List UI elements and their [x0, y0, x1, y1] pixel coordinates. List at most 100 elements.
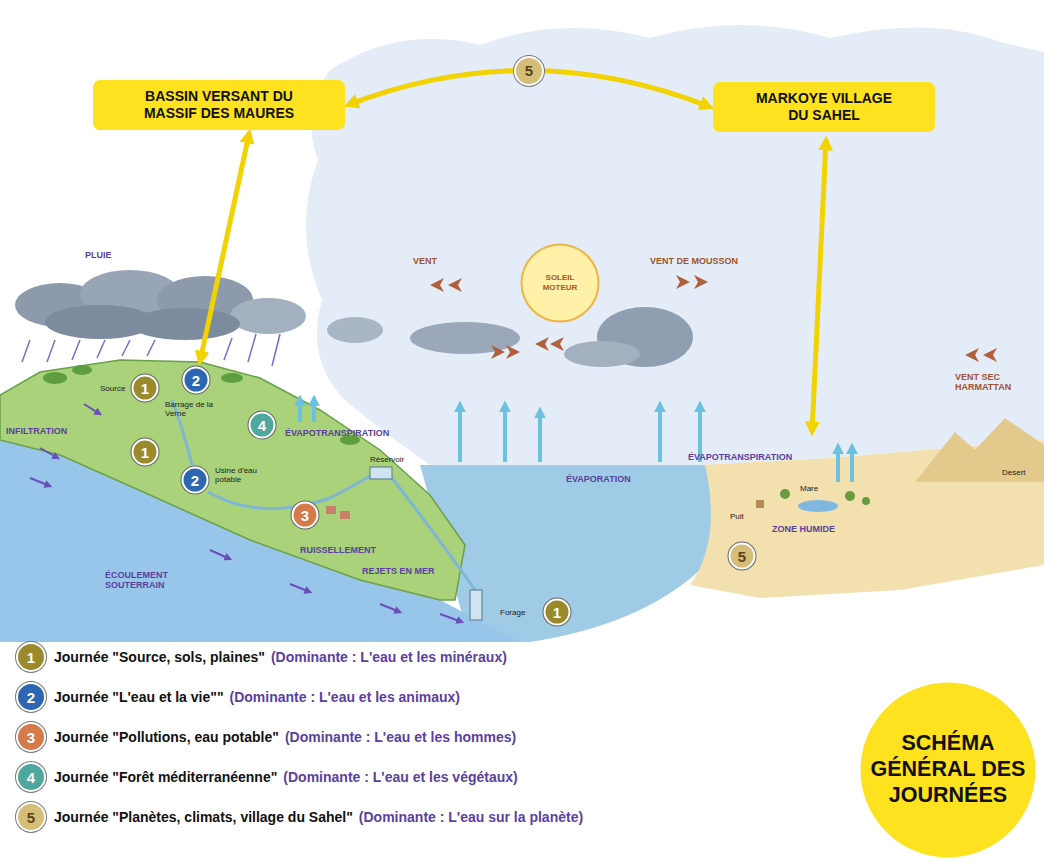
- callout-number: 1: [141, 381, 149, 396]
- pipes: [172, 400, 475, 590]
- legend-swatch: 5: [16, 802, 46, 832]
- legend-row: 3 Journée "Pollutions, eau potable" (Domin…: [16, 723, 516, 751]
- evapotranspiration-arrow: [850, 446, 854, 482]
- callout-number: 1: [130, 373, 160, 403]
- rain-streak: [97, 340, 105, 358]
- wind-arrow: [676, 275, 690, 289]
- circle-rim: [543, 598, 572, 627]
- circle-fill: [522, 245, 599, 322]
- circle-fill: [545, 600, 570, 625]
- wind-arrow: [965, 348, 979, 362]
- circle-rim: [181, 466, 210, 495]
- process-label: RUISSELLEMENT: [300, 545, 376, 555]
- well: [756, 500, 764, 508]
- sun-circle: SOLEIL MOTEUR: [520, 243, 600, 323]
- region-name: MARKOYE VILLAGE DU SAHEL: [744, 90, 904, 124]
- process-label: ÉVAPORATION: [566, 474, 631, 484]
- house: [340, 511, 350, 519]
- rain-streak: [248, 334, 256, 362]
- callout-number: 5: [727, 541, 757, 571]
- storm-cloud: [230, 298, 306, 334]
- legend-theme: (Dominante : L'eau et les hommes): [285, 729, 516, 745]
- legend-row: 4Journée "Forêt méditerranéenne"(Dominan…: [16, 763, 518, 791]
- rain-streak: [224, 338, 232, 360]
- process-label: ÉVAPOTRANSPIRATION: [285, 428, 389, 438]
- region-name: BASSIN VERSANT DU MASSIF DES MAURES: [127, 88, 312, 122]
- wind-arrow: [506, 345, 520, 359]
- place-label: Desert: [1002, 468, 1026, 477]
- process-label: REJETS EN MER: [362, 566, 435, 576]
- circle-fill: [293, 503, 318, 528]
- legend-number: 3: [27, 730, 35, 745]
- callout-number: 3: [301, 508, 309, 523]
- evaporation-arrow: [503, 404, 507, 462]
- callout-number: 5: [738, 549, 746, 564]
- rain-streak: [147, 340, 155, 356]
- place-label: Mare: [800, 484, 818, 493]
- legend-text: Journée "Pollutions, eau potable": [54, 729, 279, 745]
- callout-number: 2: [192, 373, 200, 388]
- tree: [862, 497, 870, 505]
- circle-rim: [248, 411, 277, 440]
- infiltration-arrow: [40, 448, 58, 458]
- tree: [780, 489, 790, 499]
- place-label: Puit: [730, 512, 744, 521]
- tree: [43, 372, 67, 384]
- callout-number: 2: [181, 365, 211, 395]
- borehole: [470, 590, 482, 620]
- link-arrow: [200, 133, 249, 361]
- circle-fill: [183, 468, 208, 493]
- tree: [221, 373, 243, 383]
- evaporation-arrows: [300, 398, 852, 482]
- circle-text: SCHÉMA GÉNÉRAL DES JOURNÉES: [862, 731, 1034, 808]
- groundwater-arrow: [30, 478, 50, 486]
- legend-text: Journée "Source, sols, plaines": [54, 649, 265, 665]
- circle-fill: [133, 376, 158, 401]
- callout-number: 1: [542, 597, 572, 627]
- groundwater-arrow: [380, 604, 400, 612]
- legend-text: Journée "L'eau et la vie"": [54, 689, 224, 705]
- legend-swatch: 1: [16, 642, 46, 672]
- circle-rim: [182, 366, 211, 395]
- flow-arrows: [30, 404, 462, 622]
- circle-rim: [291, 501, 320, 530]
- circle-fill: [861, 683, 1036, 858]
- edge-callout-number: 5: [514, 56, 544, 86]
- wind-arrow: [983, 348, 997, 362]
- place-label: Usine d'eau potable: [215, 466, 267, 484]
- circle-fill: [730, 544, 755, 569]
- tree: [845, 491, 855, 501]
- place-label: Forage: [500, 608, 525, 617]
- pond: [798, 500, 838, 512]
- legend-number: 1: [27, 650, 35, 665]
- circle-fill: [133, 440, 158, 465]
- legend-theme: (Dominante : L'eau sur la planète): [359, 809, 583, 825]
- wind-arrow: [430, 278, 444, 292]
- rain: [22, 334, 280, 366]
- evapotranspiration-arrow: [312, 398, 316, 422]
- circle-fill: [250, 413, 275, 438]
- callout-number: 2: [180, 465, 210, 495]
- title-circle: SCHÉMA GÉNÉRAL DES JOURNÉES: [860, 682, 1036, 858]
- cloud: [410, 322, 520, 354]
- process-label: ZONE HUMIDE: [772, 524, 835, 534]
- legend-number: 2: [27, 690, 35, 705]
- circle-text: SOLEIL MOTEUR: [529, 273, 591, 292]
- circle-rim: [131, 438, 160, 467]
- legend-row: 1Journée "Source, sols, plaines"(Dominan…: [16, 643, 507, 671]
- rain-streak: [272, 334, 280, 366]
- rain-streak: [72, 340, 80, 360]
- legend-row: 2Journée "L'eau et la vie""(Dominante : …: [16, 683, 460, 711]
- callout-number: 1: [130, 437, 160, 467]
- wind-arrow: [550, 337, 564, 351]
- place-label: Réservoir: [370, 455, 404, 464]
- callout-number: 4: [247, 410, 277, 440]
- legend-theme: (Dominante : L'eau et les végétaux): [283, 769, 517, 785]
- legend-swatch: 4: [16, 762, 46, 792]
- evapotranspiration-arrow: [298, 398, 302, 422]
- place-label: Source: [100, 384, 125, 393]
- wind-arrow: [491, 345, 505, 359]
- wind-label: VENT SEC HARMATTAN: [955, 372, 1037, 393]
- process-label: ÉCOULEMENT SOUTERRAIN: [105, 570, 187, 591]
